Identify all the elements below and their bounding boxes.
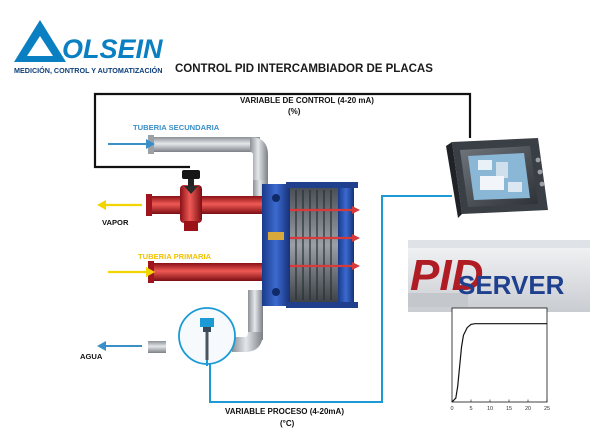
page-title: CONTROL PID INTERCAMBIADOR DE PLACAS [175,63,433,75]
steam-label: VAPOR [102,218,129,227]
process-signal-label: VARIABLE PROCESO (4-20mA) [225,407,344,416]
server-text: SERVER [458,270,565,300]
chart-x-tick-label: 0 [450,406,453,412]
chart-x-tick-label: 25 [544,406,550,412]
chart-x-tick-label: 20 [525,406,531,412]
primary-pipe-label: TUBERIA PRIMARIA [138,252,212,261]
process-signal-line [209,195,452,403]
brand-tagline: MEDICIÓN, CONTROL Y AUTOMATIZACIÓN [14,66,162,75]
chart-series-line [451,323,547,403]
process-signal-unit: (°C) [280,419,295,428]
pid-text: PID [410,251,483,300]
hmi-screen [468,153,530,200]
control-valve [180,170,202,231]
chart-x-tick-label: 5 [469,406,472,412]
pid-server-logo: PID SERVER [408,240,590,312]
logo-triangle-mark [14,20,66,62]
chart-x-tick-label: 10 [487,406,493,412]
secondary-pipe-label: TUBERIA SECUNDARIA [133,123,220,132]
water-arrow [97,341,142,351]
plate-heat-exchanger [262,182,360,308]
control-signal-line [93,92,472,169]
water-return-pipe [148,290,263,353]
plc-hmi-controller [446,138,548,218]
chart-x-tick-label: 15 [506,406,512,412]
brand-name: OLSEIN [62,34,163,64]
control-signal-label: VARIABLE DE CONTROL (4-20 mA) [240,96,374,105]
water-label: AGUA [80,352,103,361]
temperature-sensor [178,307,236,366]
steam-arrow [97,200,142,210]
secondary-pipe [148,135,268,200]
brand-logo: OLSEIN MEDICIÓN, CONTROL Y AUTOMATIZACIÓ… [14,20,163,75]
chart-plot-area [451,307,548,403]
primary-pipe [148,259,272,285]
control-signal-unit: (%) [288,107,301,116]
primary-pipe-arrow [108,267,155,277]
secondary-pipe-arrow [108,139,155,149]
step-response-chart: 0 5 10 15 20 25 [450,307,550,412]
steam-pipe [146,192,270,218]
